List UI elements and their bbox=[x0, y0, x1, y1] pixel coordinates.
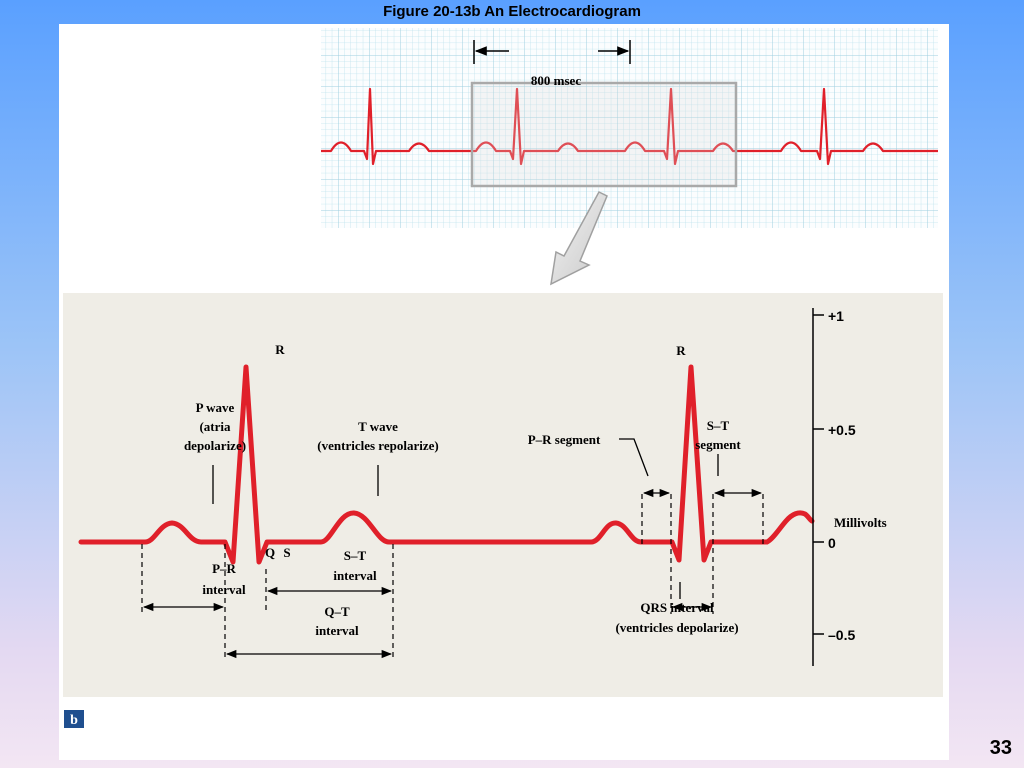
st-segment-annotation: S–T segment bbox=[695, 418, 763, 498]
tick-label-zero: 0 bbox=[828, 535, 836, 551]
interval-label: 800 msec bbox=[531, 73, 581, 88]
t-wave-annotation: T wave (ventricles repolarize) bbox=[317, 419, 439, 496]
p-wave-line-3: depolarize) bbox=[184, 438, 246, 453]
pr-interval-line-2: interval bbox=[202, 582, 246, 597]
st-segment-line-1: S–T bbox=[707, 418, 730, 433]
t-wave-line-1: T wave bbox=[358, 419, 398, 434]
interval-guides bbox=[141, 494, 764, 660]
ecg-strip-trace bbox=[321, 87, 938, 166]
panel-letter-badge: b bbox=[64, 710, 84, 728]
slide-title: Figure 20-13b An Electrocardiogram bbox=[383, 3, 641, 20]
p-wave-line-1: P wave bbox=[196, 400, 235, 415]
diagram-background bbox=[63, 293, 943, 697]
qrs-interval-annotation: QRS interval (ventricles depolarize) bbox=[615, 582, 739, 635]
st-segment-line-2: segment bbox=[695, 437, 741, 452]
panel-letter: b bbox=[70, 713, 78, 728]
axis-title: Millivolts bbox=[834, 515, 887, 530]
tick-label-plus-half: +0.5 bbox=[828, 422, 856, 438]
p-wave-annotation: P wave (atria depolarize) bbox=[184, 400, 246, 504]
st-interval-line-2: interval bbox=[333, 568, 377, 583]
badge-background bbox=[64, 710, 84, 728]
figure-panel: 800 msec +1 +0.5 0 –0.5 Millivolts R R P… bbox=[59, 24, 949, 760]
zoom-arrow-icon bbox=[550, 191, 608, 286]
r-label: R bbox=[275, 342, 285, 357]
st-interval-line-1: S–T bbox=[344, 548, 367, 563]
qrs-interval-line-2: (ventricles depolarize) bbox=[615, 620, 738, 635]
p-wave-line-2: (atria bbox=[199, 419, 231, 434]
ecg-figure: 800 msec +1 +0.5 0 –0.5 Millivolts R R P… bbox=[63, 28, 943, 728]
zoom-selection-box bbox=[470, 81, 738, 188]
pr-segment-label: P–R segment bbox=[528, 432, 601, 447]
t-wave-line-2: (ventricles repolarize) bbox=[317, 438, 438, 453]
pr-interval-line-1: P–R bbox=[212, 561, 236, 576]
r-label-2: R bbox=[676, 343, 686, 358]
tick-label-plus-1: +1 bbox=[828, 308, 844, 324]
qt-interval-line-1: Q–T bbox=[324, 604, 350, 619]
st-interval-annotation: S–T interval bbox=[266, 548, 393, 596]
qt-interval-line-2: interval bbox=[315, 623, 359, 638]
q-label: Q bbox=[265, 545, 275, 560]
ecg-detail-diagram: +1 +0.5 0 –0.5 Millivolts R R P wave (at… bbox=[63, 293, 943, 697]
page-number: 33 bbox=[989, 737, 1012, 759]
pr-segment-pointer bbox=[619, 438, 649, 477]
millivolt-axis: +1 +0.5 0 –0.5 Millivolts bbox=[812, 308, 887, 666]
ecg-strip: 800 msec bbox=[321, 28, 938, 228]
pr-segment-annotation: P–R segment bbox=[528, 432, 671, 498]
qrs-interval-line-1: QRS interval bbox=[640, 600, 714, 615]
qt-interval-annotation: Q–T interval bbox=[225, 604, 393, 659]
ecg-detail-trace bbox=[78, 364, 815, 565]
pr-interval-annotation: P–R interval bbox=[142, 561, 246, 612]
s-label: S bbox=[283, 545, 290, 560]
tick-label-minus-half: –0.5 bbox=[828, 627, 855, 643]
